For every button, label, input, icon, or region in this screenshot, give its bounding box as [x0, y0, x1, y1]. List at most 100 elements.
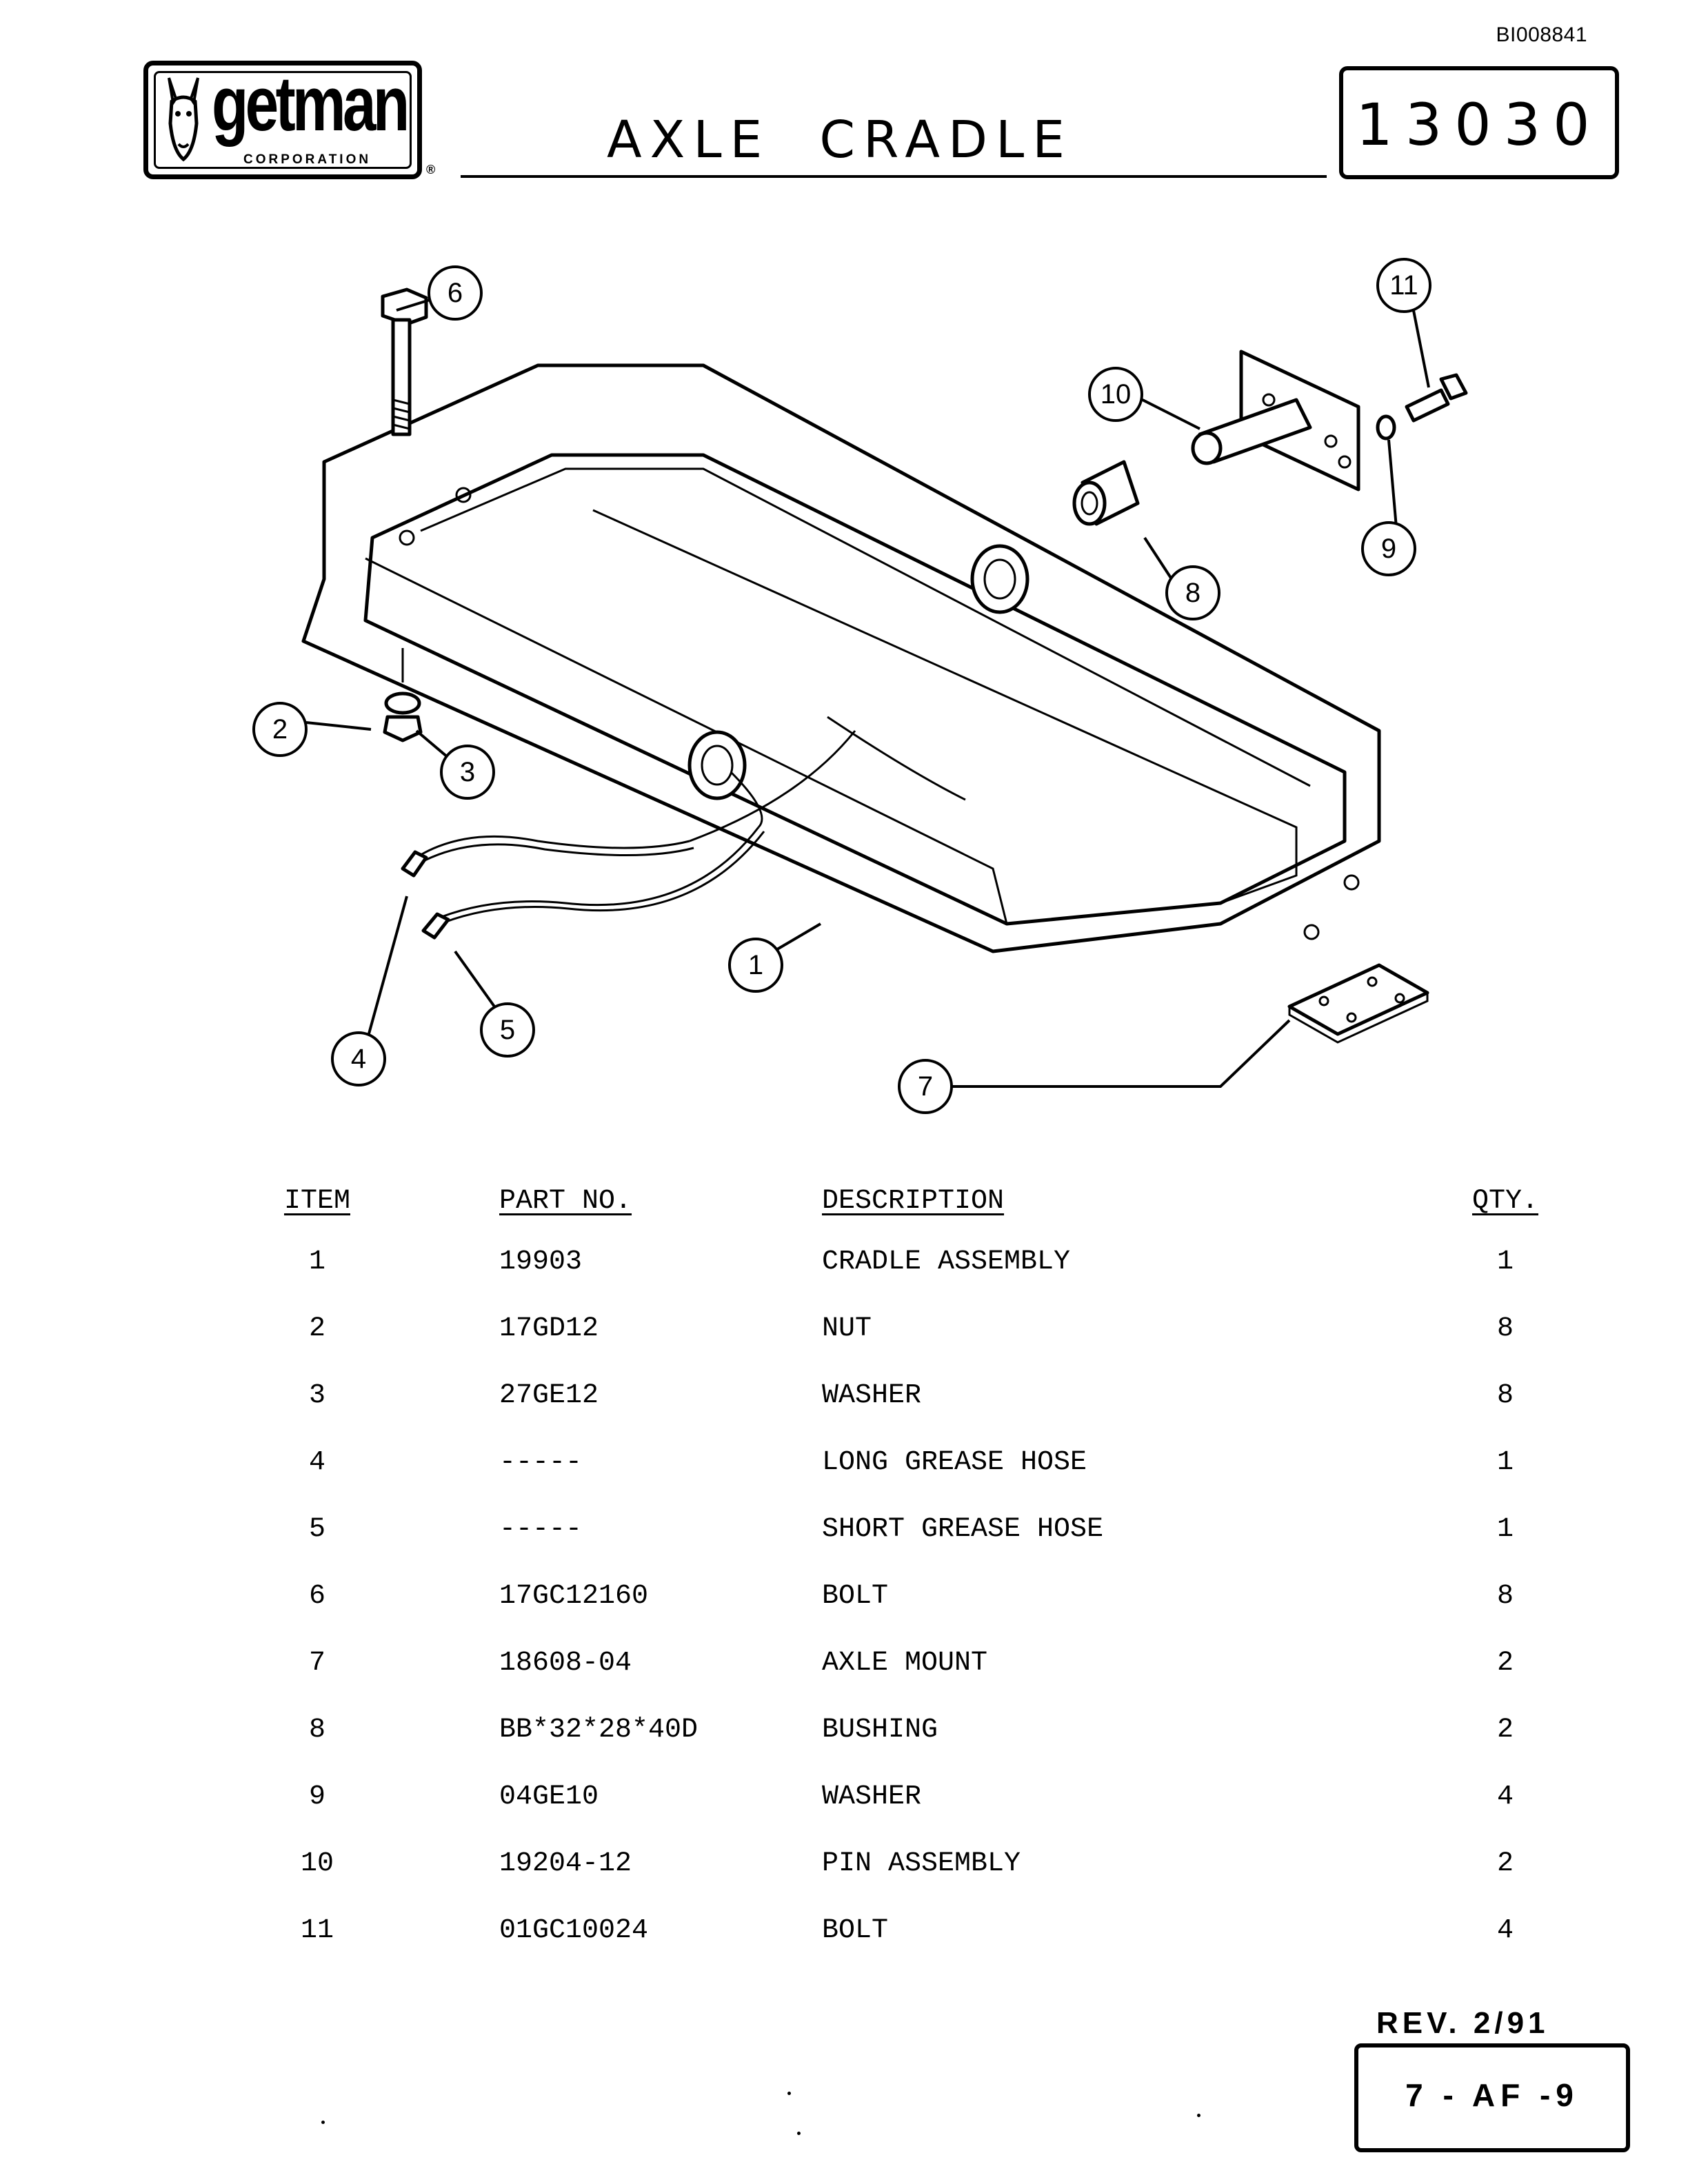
scan-speck — [787, 2092, 791, 2095]
header-item: ITEM — [283, 1186, 350, 1217]
cell-description: CRADLE ASSEMBLY — [822, 1246, 1071, 1277]
logo-inner-border — [154, 71, 412, 169]
cell-part-no: ----- — [499, 1447, 583, 1478]
table-row: 2 17GD12 NUT 8 — [269, 1313, 1565, 1380]
cell-qty: 8 — [1496, 1313, 1514, 1344]
cell-qty: 8 — [1496, 1581, 1514, 1612]
page-number: 7 - AF -9 — [1405, 2077, 1579, 2113]
svg-text:6: 6 — [448, 278, 463, 308]
cell-item: 3 — [308, 1380, 325, 1411]
cell-description: NUT — [822, 1313, 872, 1344]
scan-speck — [797, 2132, 801, 2135]
cell-description: BUSHING — [822, 1715, 938, 1746]
callout-1: 1 — [728, 938, 783, 993]
table-row: 6 17GC12160 BOLT 8 — [269, 1581, 1565, 1648]
table-row: 10 19204-12 PIN ASSEMBLY 2 — [269, 1848, 1565, 1915]
cell-part-no: 18608-04 — [499, 1648, 632, 1679]
cell-part-no: 01GC10024 — [499, 1915, 649, 1946]
getman-logo: getman CORPORATION — [143, 61, 422, 179]
cell-qty: 1 — [1496, 1514, 1514, 1545]
table-row: 1 19903 CRADLE ASSEMBLY 1 — [269, 1246, 1565, 1313]
cell-part-no: ----- — [499, 1514, 583, 1545]
registered-mark: ® — [426, 163, 436, 176]
cell-description: BOLT — [822, 1581, 889, 1612]
cell-part-no: 27GE12 — [499, 1380, 599, 1411]
svg-text:10: 10 — [1101, 379, 1132, 410]
cell-item: 7 — [308, 1648, 325, 1679]
page-number-box: 7 - AF -9 — [1354, 2043, 1630, 2152]
callout-2: 2 — [252, 702, 308, 757]
svg-text:9: 9 — [1381, 534, 1396, 564]
cell-item: 6 — [308, 1581, 325, 1612]
callout-11: 11 — [1376, 258, 1431, 313]
cell-item: 1 — [308, 1246, 325, 1277]
table-row: 3 27GE12 WASHER 8 — [269, 1380, 1565, 1447]
cell-item: 8 — [308, 1715, 325, 1746]
cell-description: WASHER — [822, 1380, 922, 1411]
cell-qty: 8 — [1496, 1380, 1514, 1411]
cell-qty: 1 — [1496, 1246, 1514, 1277]
bolt-6-drawing — [381, 287, 428, 436]
cell-description: PIN ASSEMBLY — [822, 1848, 1021, 1879]
cell-description: BOLT — [822, 1915, 889, 1946]
cell-item: 9 — [308, 1781, 325, 1812]
svg-text:7: 7 — [918, 1071, 933, 1102]
pin-assembly-drawing — [1191, 350, 1360, 492]
callout-3: 3 — [440, 745, 495, 800]
cell-qty: 4 — [1496, 1915, 1514, 1946]
svg-text:4: 4 — [351, 1044, 366, 1074]
callout-9: 9 — [1361, 521, 1416, 576]
title-underline — [461, 175, 1327, 178]
header-description: DESCRIPTION — [822, 1186, 1005, 1217]
washer-and-bolt-drawing — [1376, 373, 1468, 441]
table-row: 5 ----- SHORT GREASE HOSE 1 — [269, 1514, 1565, 1581]
callout-5: 5 — [480, 1002, 535, 1058]
svg-text:11: 11 — [1389, 270, 1418, 301]
part-number: 13030 — [1356, 91, 1602, 159]
table-row: 7 18608-04 AXLE MOUNT 2 — [269, 1648, 1565, 1715]
svg-text:5: 5 — [500, 1015, 515, 1045]
mule-mascot-icon — [168, 77, 199, 162]
axle-mount-plate-drawing — [1287, 963, 1429, 1044]
cell-part-no: 17GC12160 — [499, 1581, 649, 1612]
svg-text:8: 8 — [1185, 578, 1200, 608]
table-row: 9 04GE10 WASHER 4 — [269, 1781, 1565, 1848]
cell-description: AXLE MOUNT — [822, 1648, 988, 1679]
scan-speck — [1197, 2114, 1200, 2117]
cell-description: WASHER — [822, 1781, 922, 1812]
cell-item: 11 — [300, 1915, 334, 1946]
logo-wordmark: getman — [212, 61, 410, 147]
page-title: AXLE CRADLE — [607, 110, 1074, 170]
cell-item: 5 — [308, 1514, 325, 1545]
cell-item: 2 — [308, 1313, 325, 1344]
callout-6: 6 — [428, 265, 483, 321]
table-header-row: ITEM PART NO. DESCRIPTION QTY. — [269, 1186, 1565, 1246]
header-qty: QTY. — [1471, 1186, 1538, 1217]
nut-and-washer-drawing — [383, 648, 423, 742]
cell-part-no: 17GD12 — [499, 1313, 599, 1344]
callout-8: 8 — [1165, 565, 1220, 620]
cell-qty: 2 — [1496, 1648, 1514, 1679]
scan-speck — [321, 2121, 325, 2124]
cell-description: SHORT GREASE HOSE — [822, 1514, 1104, 1545]
cell-qty: 2 — [1496, 1715, 1514, 1746]
cell-part-no: 19204-12 — [499, 1848, 632, 1879]
callout-4: 4 — [331, 1031, 386, 1086]
revision-label: REV. 2/91 — [1376, 2006, 1549, 2040]
svg-text:1: 1 — [748, 950, 763, 980]
cell-item: 4 — [308, 1447, 325, 1478]
cell-qty: 4 — [1496, 1781, 1514, 1812]
cell-part-no: 19903 — [499, 1246, 583, 1277]
cradle-assembly-drawing — [301, 363, 1381, 953]
cell-description: LONG GREASE HOSE — [822, 1447, 1087, 1478]
cell-qty: 2 — [1496, 1848, 1514, 1879]
cell-part-no: 04GE10 — [499, 1781, 599, 1812]
parts-list-table: ITEM PART NO. DESCRIPTION QTY. 1 19903 CRA… — [269, 1186, 1565, 1982]
svg-text:2: 2 — [272, 714, 288, 745]
table-row: 11 01GC10024 BOLT 4 — [269, 1915, 1565, 1982]
svg-text:3: 3 — [460, 757, 475, 787]
cell-item: 10 — [300, 1848, 334, 1879]
callout-10: 10 — [1088, 367, 1143, 422]
axle-cradle-exploded-diagram: 6 11 10 9 8 2 3 1 5 4 7 — [252, 258, 1468, 1114]
